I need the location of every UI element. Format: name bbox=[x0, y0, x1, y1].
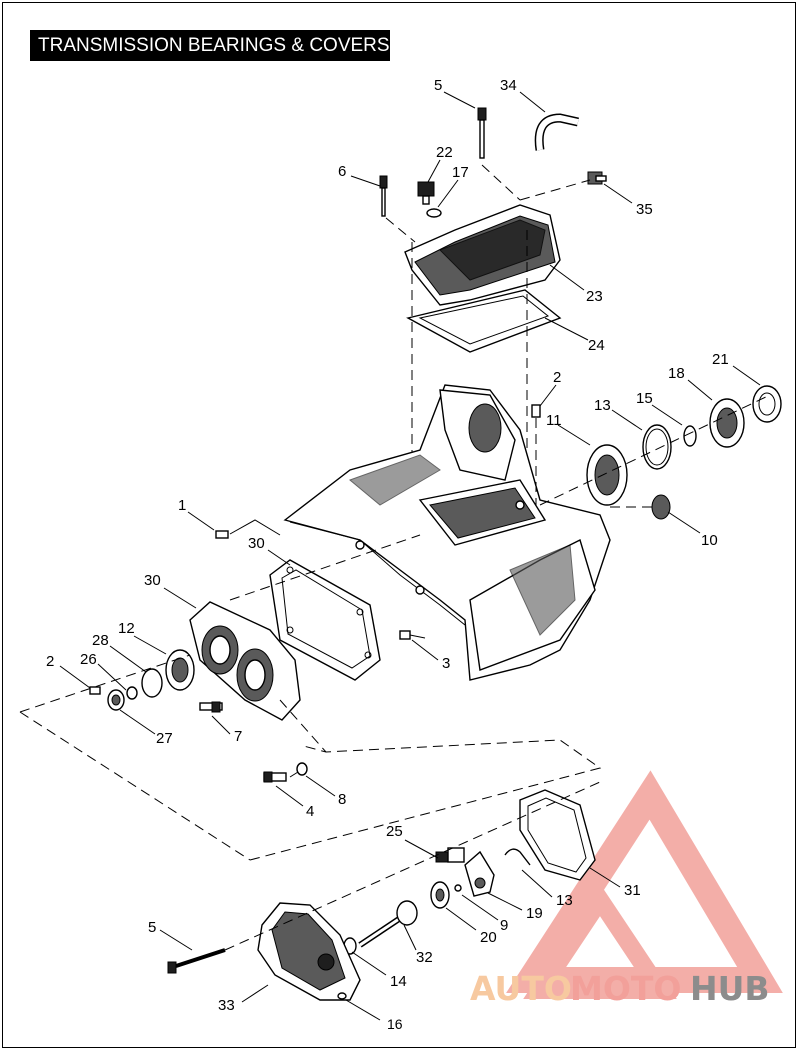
washer-8 bbox=[296, 762, 308, 776]
side-cover-33 bbox=[257, 902, 361, 1001]
callout-15: 15 bbox=[636, 390, 653, 407]
callout-35: 35 bbox=[636, 201, 653, 218]
retaining-ring-13-top bbox=[642, 424, 672, 470]
callout-21: 21 bbox=[712, 351, 729, 368]
svg-text:MOTO: MOTO bbox=[570, 969, 681, 1008]
watermark-text: AUTO MOTO HUB bbox=[470, 969, 770, 1008]
bolt-4 bbox=[263, 771, 287, 783]
bolt-5-bottom bbox=[167, 948, 226, 974]
watermark-logo bbox=[506, 770, 783, 999]
bolt-5-top bbox=[477, 107, 487, 159]
dowel-2-top bbox=[531, 404, 541, 505]
dowel-2-left bbox=[89, 686, 101, 695]
callout-2-left: 2 bbox=[46, 653, 54, 670]
callout-2-top: 2 bbox=[553, 369, 561, 386]
switch-22 bbox=[417, 181, 435, 205]
leader-lines bbox=[59, 91, 761, 1021]
callout-22: 22 bbox=[436, 144, 453, 161]
callout-8: 8 bbox=[338, 791, 346, 808]
bearing-12 bbox=[165, 649, 195, 691]
fitting-35 bbox=[587, 171, 607, 185]
callout-3: 3 bbox=[442, 655, 450, 672]
oring-17 bbox=[426, 208, 442, 218]
transmission-housing bbox=[283, 384, 611, 681]
dowel-1 bbox=[215, 530, 229, 539]
bolt-6 bbox=[379, 175, 388, 217]
ring-28 bbox=[141, 668, 163, 698]
pin-9 bbox=[454, 884, 462, 892]
oring-16 bbox=[337, 992, 347, 1000]
page-title: TRANSMISSION BEARINGS & COVERS bbox=[30, 30, 390, 61]
callout-34: 34 bbox=[500, 77, 517, 94]
spacer-21 bbox=[752, 385, 782, 423]
gasket-24 bbox=[406, 289, 562, 353]
washer-26 bbox=[126, 686, 138, 700]
callout-6: 6 bbox=[338, 163, 346, 180]
callout-11: 11 bbox=[546, 412, 562, 429]
callout-23: 23 bbox=[586, 288, 603, 305]
callout-19: 19 bbox=[526, 905, 543, 922]
callout-5-top: 5 bbox=[434, 77, 442, 94]
svg-text:AUTO: AUTO bbox=[470, 969, 572, 1008]
callout-13-bottom: 13 bbox=[556, 892, 573, 909]
seal-18 bbox=[709, 398, 745, 448]
shift-lever-19 bbox=[464, 850, 495, 897]
callout-33: 33 bbox=[218, 997, 235, 1014]
callout-9: 9 bbox=[500, 917, 508, 934]
gasket-31 bbox=[519, 789, 596, 881]
gasket-30-upper bbox=[269, 559, 381, 681]
page-number: 16 bbox=[387, 1016, 403, 1032]
callout-labels: 5 6 22 17 34 35 23 24 2 11 13 15 18 21 1… bbox=[46, 77, 729, 1014]
shaft-32 bbox=[358, 900, 418, 948]
callout-14: 14 bbox=[390, 973, 407, 990]
callout-13-top: 13 bbox=[594, 397, 611, 414]
callout-27: 27 bbox=[156, 730, 173, 747]
callout-25: 25 bbox=[386, 823, 403, 840]
callout-12: 12 bbox=[118, 620, 135, 637]
callout-7: 7 bbox=[234, 728, 242, 745]
callout-20: 20 bbox=[480, 929, 497, 946]
bracket-25 bbox=[435, 847, 465, 863]
retaining-ring-13-bottom bbox=[504, 848, 531, 866]
door-30 bbox=[189, 601, 301, 721]
callout-26: 26 bbox=[80, 651, 97, 668]
bolt-7 bbox=[199, 701, 223, 713]
callout-4: 4 bbox=[306, 803, 314, 820]
callout-18: 18 bbox=[668, 365, 685, 382]
bolt-3 bbox=[399, 630, 426, 640]
callout-31: 31 bbox=[624, 882, 641, 899]
callout-30-lower: 30 bbox=[144, 572, 161, 589]
callout-30-upper: 30 bbox=[248, 535, 265, 552]
bearing-11 bbox=[586, 444, 628, 506]
top-cover-23 bbox=[404, 204, 561, 306]
svg-text:HUB: HUB bbox=[690, 969, 770, 1008]
seal-20 bbox=[430, 881, 450, 909]
bearing-10 bbox=[651, 494, 671, 520]
oring-15 bbox=[683, 425, 697, 447]
callout-24: 24 bbox=[588, 337, 605, 354]
callout-28: 28 bbox=[92, 632, 109, 649]
callout-17: 17 bbox=[452, 164, 469, 181]
callout-32: 32 bbox=[416, 949, 433, 966]
callout-5-bottom: 5 bbox=[148, 919, 156, 936]
callout-1: 1 bbox=[178, 497, 186, 514]
nut-27 bbox=[107, 689, 125, 711]
callout-10: 10 bbox=[701, 532, 718, 549]
